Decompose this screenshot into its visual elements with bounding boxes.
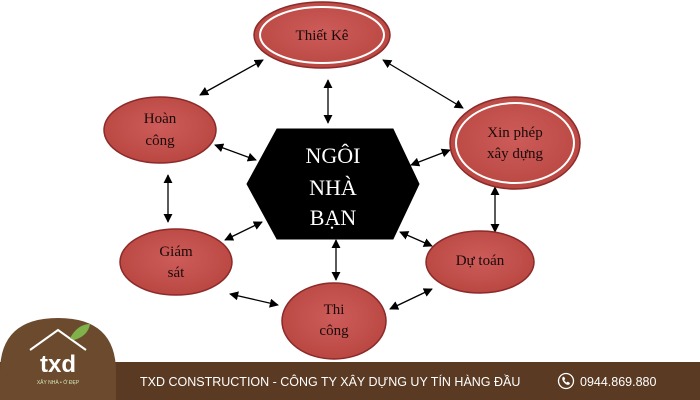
arrow-hoan-cong-center (214, 143, 257, 162)
arrow-xin-phep-center (410, 148, 451, 167)
logo-mark: txd (40, 351, 76, 378)
node-hoan-cong-line-1: Hoàn (144, 111, 177, 127)
logo-tagline: XÂY NHÀ • Ở ĐẸP (37, 379, 80, 386)
node-xin-phep: Xin phép xây dựng (449, 96, 581, 190)
node-giam-sat-line-1: Giám (159, 244, 193, 260)
node-thiet-ke: Thiết Kê (253, 1, 391, 69)
arrow-du-toan-center (399, 231, 433, 247)
node-xin-phep-line-1: Xin phép (487, 125, 542, 141)
footer-phone-text: 0944.869.880 (580, 375, 657, 389)
footer-bar: TXD CONSTRUCTION - CÔNG TY XÂY DỰNG UY T… (0, 362, 700, 400)
center-line-3: BẠN (310, 205, 357, 230)
arrow-thiet-ke-xin-phep (382, 59, 464, 109)
connectors (163, 59, 500, 310)
center-node: NGÔI NHÀ BẠN (246, 128, 420, 240)
node-giam-sat-line-2: sát (168, 265, 185, 281)
node-du-toan-label: Dự toán (456, 253, 505, 269)
arrow-du-toan-thi-cong (389, 288, 433, 310)
node-thi-cong-line-1: Thi (324, 302, 345, 318)
node-du-toan: Dự toán (425, 230, 535, 294)
arrow-giam-sat-thi-cong (229, 291, 279, 308)
node-thi-cong: Thi công (281, 282, 387, 360)
node-thiet-ke-label: Thiết Kê (296, 28, 349, 44)
node-hoan-cong-line-2: công (145, 133, 175, 149)
node-thi-cong-line-2: công (319, 323, 349, 339)
node-giam-sat: Giám sát (119, 228, 233, 296)
phone-icon (557, 372, 575, 390)
center-line-1: NGÔI (306, 143, 361, 168)
center-line-2: NHÀ (309, 175, 357, 200)
arrow-giam-sat-center (224, 221, 263, 241)
arrow-thiet-ke-hoan-cong (199, 59, 264, 96)
leaf-icon (70, 324, 90, 340)
node-xin-phep-line-2: xây dựng (487, 146, 544, 162)
company-logo: txd XÂY NHÀ • Ở ĐẸP (0, 318, 116, 400)
footer-company-text: TXD CONSTRUCTION - CÔNG TY XÂY DỰNG UY T… (140, 374, 520, 389)
node-hoan-cong: Hoàn công (103, 96, 217, 164)
